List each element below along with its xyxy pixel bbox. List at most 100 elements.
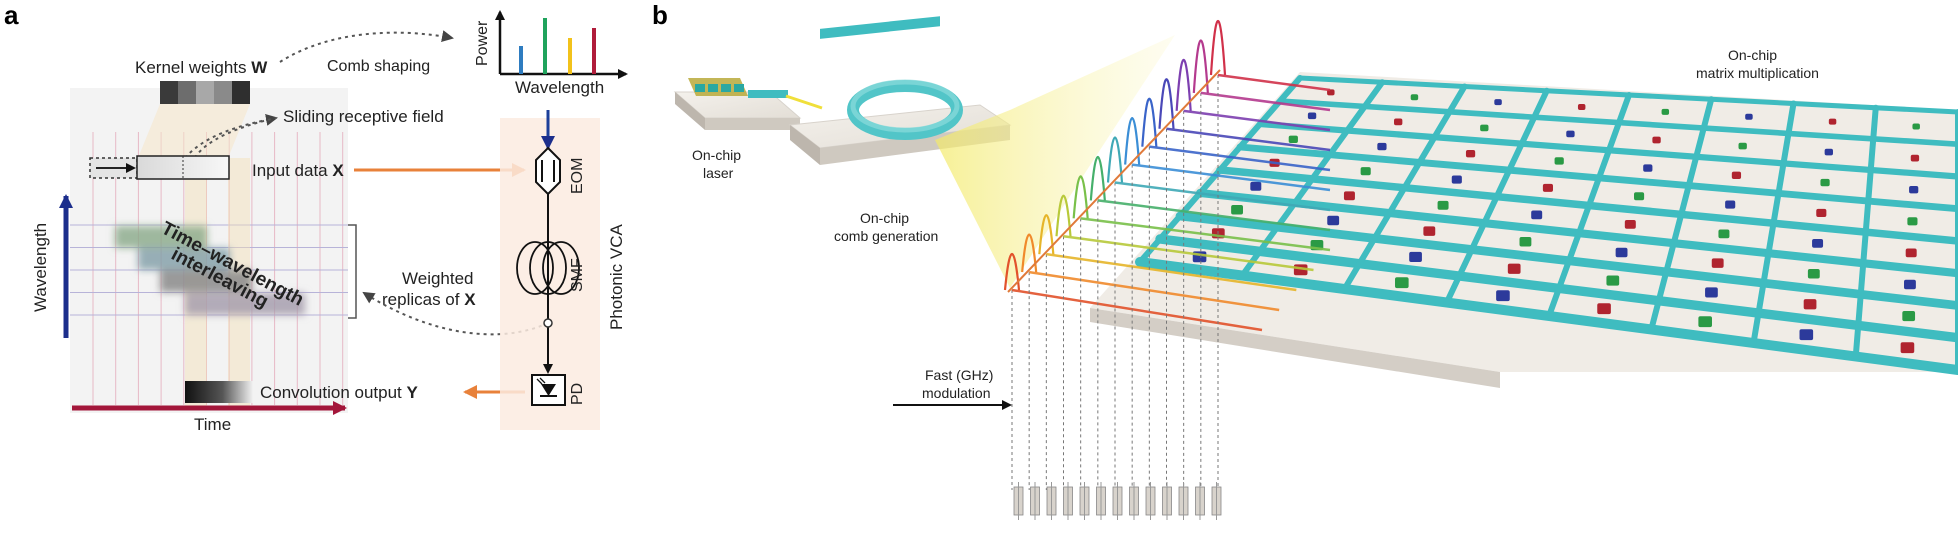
weight-element: [1900, 342, 1915, 354]
weight-element: [1606, 275, 1620, 286]
weight-element: [1824, 148, 1833, 156]
weight-element: [1705, 287, 1718, 298]
comb-peak: [1021, 233, 1038, 273]
weight-element: [1909, 186, 1919, 194]
comb-generation-label-1: On-chip: [860, 210, 909, 226]
input-data-label: Input data X: [252, 161, 344, 180]
weight-element: [1812, 238, 1824, 248]
weight-element: [1409, 251, 1422, 263]
kernel-weight-cell: [178, 81, 196, 104]
comb-peak: [1209, 20, 1227, 76]
laser-chip: [673, 78, 823, 130]
kernel-weight-cell: [214, 81, 232, 104]
weight-element: [1465, 150, 1476, 158]
spectrum-baseline: [1007, 69, 1221, 293]
weight-element: [1807, 269, 1820, 279]
pd-label: PD: [569, 383, 586, 405]
weight-element: [1912, 123, 1920, 130]
weight-element: [1643, 164, 1653, 172]
kernel-weight-cell: [196, 81, 214, 104]
comb-generation-label-2: comb generation: [834, 228, 938, 244]
weighted-replicas-label-2: replicas of X: [382, 290, 476, 309]
weight-element: [1410, 94, 1419, 101]
wavelength-channel: [1217, 73, 1331, 92]
weight-element: [1597, 303, 1611, 315]
panel-a: a Kernel weights W Comb shaping Power Wa…: [4, 0, 628, 434]
comb-light-cone: [935, 35, 1175, 288]
weight-element: [1661, 108, 1670, 115]
weight-element: [1231, 205, 1243, 215]
photodetector: [531, 374, 566, 406]
weighted-replicas-label-1: Weighted: [402, 269, 474, 288]
comb-peak: [1158, 78, 1175, 129]
replicas-bracket: [348, 224, 357, 319]
comb-spectral-lines: [1003, 20, 1331, 490]
weight-element: [1496, 290, 1510, 302]
matrix-label-2: matrix multiplication: [1696, 65, 1819, 81]
weight-element: [1507, 263, 1521, 274]
weight-element: [1816, 208, 1827, 217]
weight-element: [1437, 200, 1449, 210]
panel-b: b On-chip laser On-chip comb generation: [652, 0, 1958, 520]
sliding-field-arrow: [184, 114, 278, 159]
weight-element: [1820, 178, 1830, 187]
convolution-output-bar: [185, 381, 253, 403]
weight-element: [1738, 142, 1747, 150]
weighted-replicas-arrow: [362, 291, 549, 336]
weight-element: [1803, 299, 1817, 310]
kernel-weight-cell: [232, 81, 250, 104]
wavelength-channel: [1080, 217, 1331, 252]
comb-peak: [1192, 39, 1209, 93]
fast-modulation-label-1: Fast (GHz): [925, 367, 993, 383]
photonic-vca-label: Photonic VCA: [607, 224, 626, 330]
weight-element: [1480, 124, 1489, 132]
weight-element: [1904, 279, 1916, 290]
kernel-weight-cell: [160, 81, 178, 104]
weight-element: [1799, 329, 1814, 341]
waveguide-column: [1239, 79, 1386, 279]
weight-element: [1394, 118, 1403, 126]
comb-peak: [1038, 214, 1055, 255]
interleaved-replicas: [115, 226, 305, 315]
smf-fiber-coil: [516, 241, 580, 295]
weight-element: [1250, 181, 1262, 191]
kernel-weights-bar: [160, 81, 250, 104]
weight-element: [1360, 167, 1371, 176]
laser-label-1: On-chip: [692, 147, 741, 163]
weight-element: [1288, 135, 1298, 144]
weight-element: [1343, 191, 1355, 201]
weight-element: [1531, 210, 1543, 220]
matrix-label-1: On-chip: [1728, 47, 1777, 63]
comb-peak: [1003, 253, 1021, 291]
comb-peak: [1055, 194, 1072, 237]
weight-element: [1307, 112, 1317, 120]
weight-element: [1698, 316, 1712, 328]
wavelength-channel: [1046, 252, 1297, 292]
waveguide-column: [1750, 100, 1797, 346]
modulator-array: [1013, 482, 1222, 520]
eom-label: EOM: [569, 158, 586, 194]
weight-element: [1519, 237, 1532, 247]
comb-peak: [1072, 175, 1089, 219]
weight-element: [1327, 215, 1340, 226]
wavelength-channel: [1097, 199, 1331, 232]
panel-b-letter: b: [652, 0, 668, 30]
wavelength-channel: [1183, 109, 1331, 132]
sliding-field-label: Sliding receptive field: [283, 107, 444, 126]
weight-element: [1624, 219, 1636, 229]
weight-element: [1902, 310, 1916, 322]
weight-element: [1451, 175, 1462, 184]
wavelength-channel: [1149, 145, 1331, 172]
wavelength-channel: [1166, 127, 1331, 152]
comb-peak: [1175, 58, 1192, 111]
wavelength-channel: [1114, 181, 1331, 212]
weight-element: [1725, 200, 1736, 209]
time-axis-label: Time: [194, 415, 231, 434]
waveguide-grid: [1135, 75, 1958, 375]
weight-element: [1718, 229, 1730, 239]
weight-element: [1745, 113, 1753, 120]
waveguide-column: [1443, 87, 1550, 306]
weight-element: [1731, 171, 1742, 180]
kernel-weights-label: Kernel weights W: [135, 58, 268, 77]
input-data-bar: [136, 155, 230, 180]
